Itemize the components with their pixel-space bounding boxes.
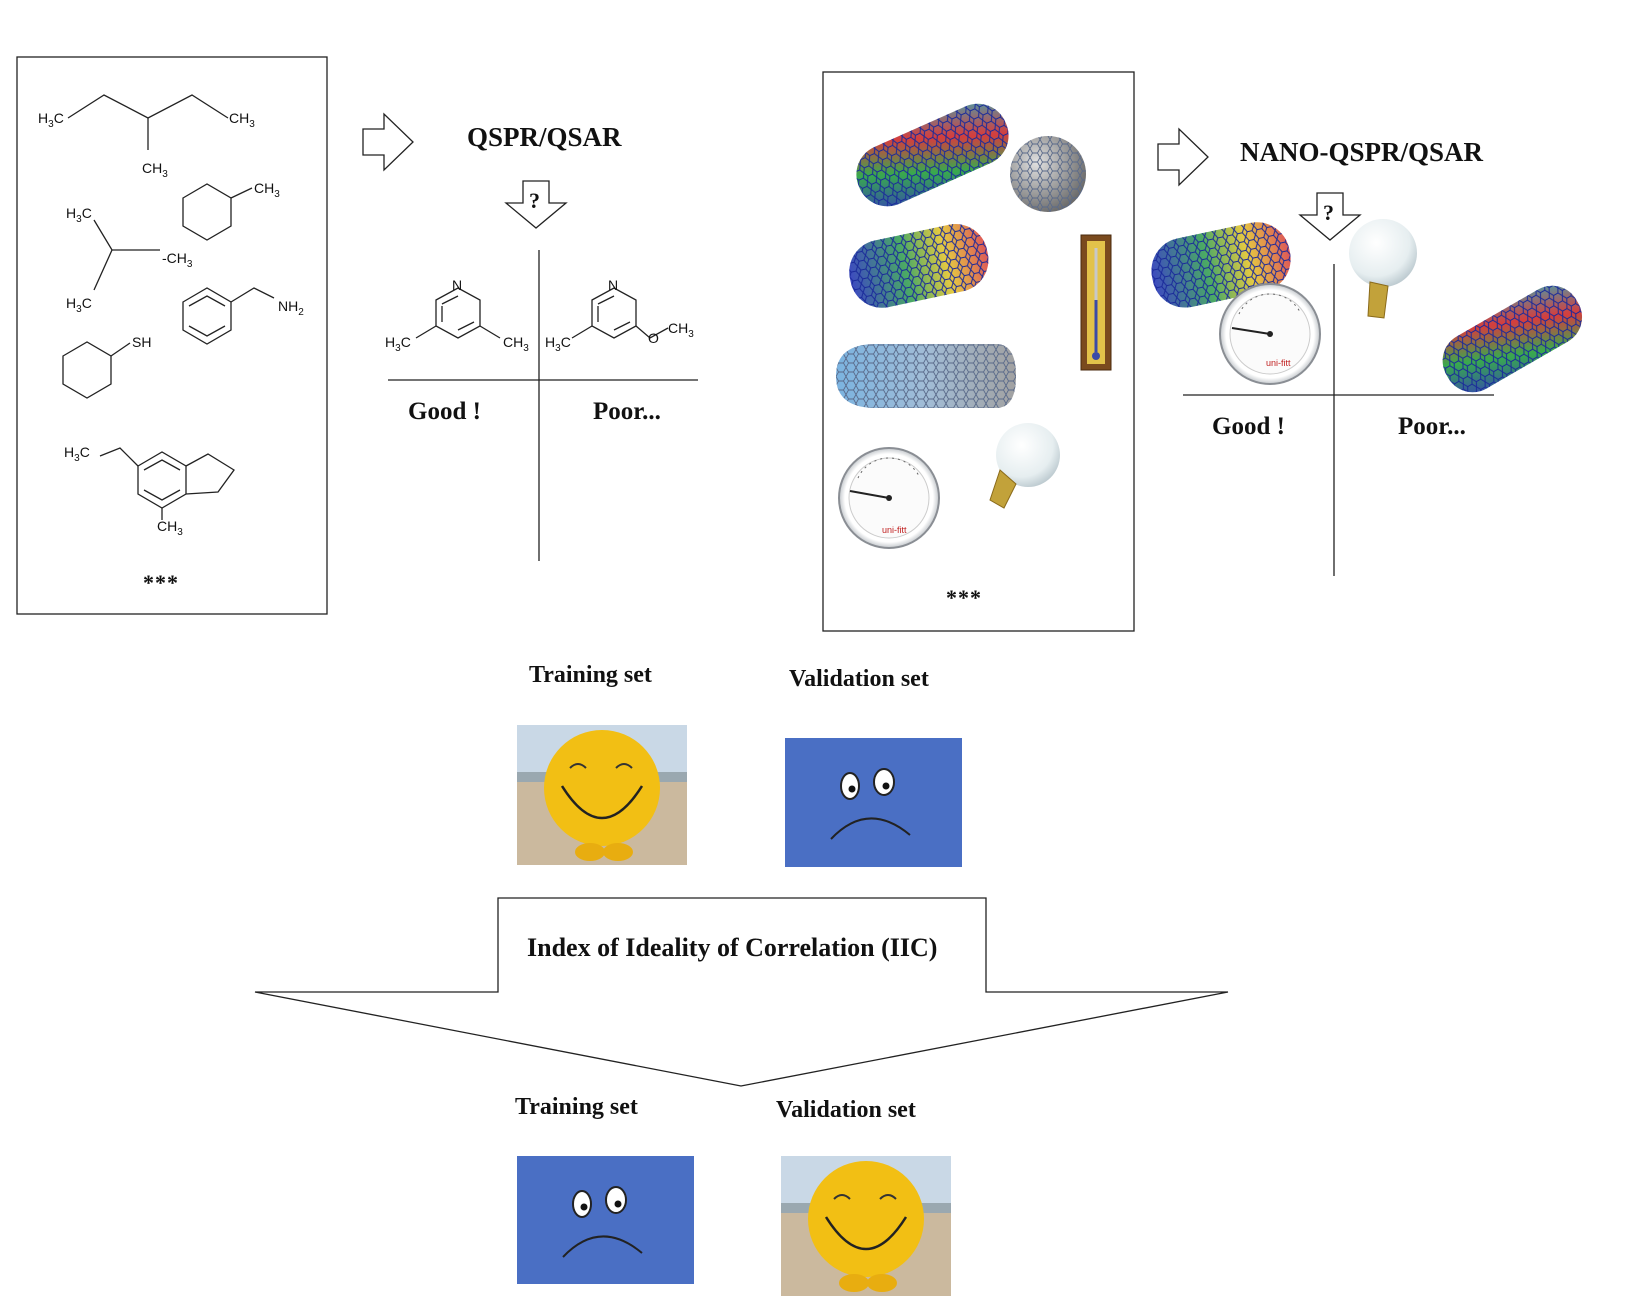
validation-set-label: Validation set (789, 666, 929, 692)
atom-label-ch3: CH3 (254, 180, 280, 200)
more-nanomaterials-ellipsis: *** (946, 585, 982, 610)
happy-smiley-icon (781, 1156, 951, 1296)
svg-text:uni-fitt: uni-fitt (1266, 358, 1291, 368)
fullerene-icon (1010, 136, 1086, 212)
question-down-arrow-icon (504, 180, 568, 229)
thermometer-icon (1080, 234, 1112, 371)
nanotube-icon (856, 103, 1009, 207)
atom-label-h3c: H3C (66, 295, 92, 315)
iic-down-arrow (254, 897, 1229, 1087)
svg-text:uni-fitt: uni-fitt (882, 525, 907, 535)
atom-label-ch3: CH3 (142, 160, 168, 180)
nanotube-icon (849, 224, 989, 308)
question-mark: ? (529, 188, 540, 213)
hollow-right-arrow-icon (362, 112, 414, 172)
nanomaterials-box (822, 71, 1135, 632)
happy-smiley-icon (517, 725, 687, 865)
dial-thermometer-icon: uni-fitt (838, 447, 940, 549)
good-verdict: Good ! (408, 398, 481, 425)
molecule-structures (62, 94, 275, 520)
pyridine-structures (415, 287, 669, 339)
light-bulb-icon (989, 423, 1060, 509)
atom-label-ch3: CH3 (157, 518, 183, 538)
hollow-right-arrow-icon (1157, 127, 1209, 187)
question-mark: ? (1323, 200, 1334, 225)
atom-label-sh: SH (132, 334, 152, 350)
atom-label-n: N (452, 277, 463, 293)
atom-label-h3c: H3C (64, 444, 90, 464)
atom-label-h3c: H3C (66, 205, 92, 225)
light-bulb-icon (1349, 219, 1417, 319)
atom-label-ch3: -CH3 (162, 250, 193, 270)
training-set-label: Training set (529, 662, 652, 688)
atom-label-h3c: H3C (385, 334, 411, 354)
iic-label: Index of Ideality of Correlation (IIC) (527, 933, 938, 962)
qspr-title: QSPR/QSAR (467, 122, 622, 152)
atom-label-ch3: CH3 (668, 320, 694, 340)
dial-thermometer-icon: uni-fitt (1219, 283, 1321, 385)
atom-label-h3c: H3C (545, 334, 571, 354)
training-set-label: Training set (515, 1094, 638, 1120)
sad-face-icon (517, 1156, 694, 1284)
more-molecules-ellipsis: *** (143, 570, 179, 595)
atom-label-ch3: CH3 (229, 110, 255, 130)
good-verdict: Good ! (1212, 413, 1285, 440)
atom-label-o: O (648, 330, 659, 346)
atom-label-ch3: CH3 (503, 334, 529, 354)
nano-qspr-title: NANO-QSPR/QSAR (1240, 137, 1484, 167)
sad-face-icon (785, 738, 962, 867)
molecules-box (16, 56, 328, 615)
atom-label-n: N (608, 277, 619, 293)
poor-verdict: Poor... (1398, 413, 1466, 440)
question-down-arrow-icon (1298, 192, 1362, 241)
poor-verdict: Poor... (593, 398, 661, 425)
validation-set-label: Validation set (776, 1097, 916, 1123)
nanotube-icon (836, 344, 1016, 408)
atom-label-h3c: H3C (38, 110, 64, 130)
atom-label-nh2: NH2 (278, 298, 304, 318)
nanotube-icon (1442, 285, 1583, 393)
